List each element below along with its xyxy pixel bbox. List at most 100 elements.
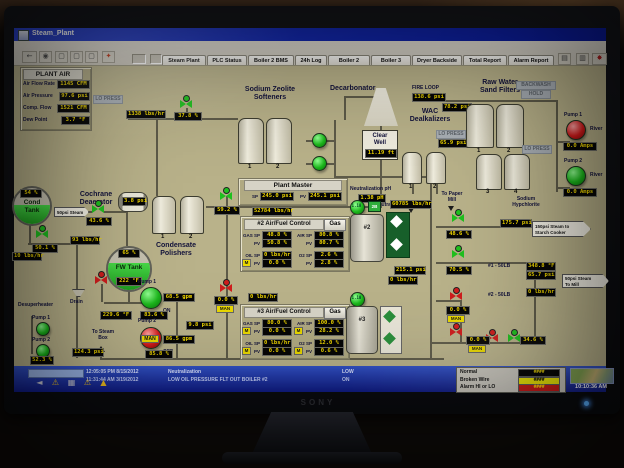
afc2-oil-manual-badge: M [242,259,251,267]
pm-sp-value[interactable]: 245.0 psi [260,192,294,201]
afc2-air-pv-label: PV [305,241,312,246]
polisher-valve[interactable] [220,187,232,200]
weather-map-thumbnail[interactable] [570,368,614,384]
alarm2-tag[interactable]: LOW OIL PRESSURE FLT OUT BOILER #2 [168,377,268,383]
fw-header-pressure: 9.8 psi [186,321,214,330]
boiler2-pressure: 215.1 psi [394,266,426,275]
wac-tank-1[interactable] [402,152,422,184]
afc3-air-sp-label: AIR SP [296,321,312,326]
da-steam-flow: 93 lbs/hr [70,236,102,245]
fw-pump-1-label: Pump 1 [138,279,157,285]
river-pump-1-amps: 0.0 Amps [563,142,597,151]
to-neutralization-label: To Neutralization [368,202,409,208]
pipe [126,208,128,246]
sand-filter-4[interactable] [504,154,530,190]
softener-tank-1[interactable] [238,118,264,164]
pipe [436,184,438,194]
window-icon[interactable]: ▢ [55,51,68,63]
runtime-icon[interactable]: ✦ [102,51,115,63]
sand-filter-2[interactable] [496,104,524,148]
log-icon[interactable]: ▦ [67,378,76,387]
prv2-valve[interactable] [450,287,462,300]
dew-point-value: 3.7 °F [61,116,90,125]
boiler2-drum-tag: 2B [368,201,381,212]
river-pump-2[interactable] [566,166,586,186]
softener-feed-valve-pos: 37.8 % [174,112,202,121]
desup-pump-1[interactable] [36,322,50,336]
nav-button-24h-log[interactable]: 24h Log [295,55,327,68]
boiler2-vessel[interactable]: #2 [350,214,384,262]
printer-icon[interactable]: ▥ [576,53,589,65]
pm-pv-value: 245.1 psi [308,192,342,201]
warning-icon[interactable]: ⚠ [83,378,92,387]
alarm2-time[interactable]: 11:31:44 AM 3/19/2012 [86,377,139,383]
boiler2-steam-flow: 60785 lbs/hr [390,200,432,209]
sand-filter-3-label: 3 [486,189,490,195]
boiler2-o2-value: 1.18 [351,203,362,208]
softener-tank-1-label: 1 [248,164,252,170]
horn-icon[interactable]: ◄ [36,378,43,387]
steam-box-pressure: 124.3 psi [72,348,104,357]
softener-feed-valve[interactable] [180,95,192,108]
cond-outlet-flow: 10 lbs/hr [12,252,44,261]
bypass-valve[interactable] [450,323,462,336]
da-steam-valve[interactable] [92,200,104,213]
afc2-gas-pv-label: PV [253,241,260,246]
fw-drain-valve[interactable] [95,271,107,284]
pipe [440,100,558,102]
afc2-gas-button[interactable]: Gas [324,219,346,231]
fw-tank-level: 65 % [118,249,140,258]
window-icon[interactable]: ▢ [85,51,98,63]
sand-filter-1[interactable] [466,104,494,148]
cond-outlet-valve[interactable] [36,225,48,238]
center-oil-valve[interactable] [220,279,232,292]
deaerator-pressure: 3.8 psi [122,197,148,206]
alarm-filter-field[interactable] [28,369,84,378]
steam-50psi-banner: 50psi Steam [54,207,89,217]
backwash-badge: BACKWASH [516,81,556,90]
users-icon[interactable]: ✸ [592,53,607,65]
fw-temp: 229.6 °F [100,311,132,320]
grid-icon[interactable]: ▤ [558,53,571,65]
polisher-tank-2[interactable] [180,196,204,234]
window-titlebar [14,28,606,41]
wac-tank-2[interactable] [426,152,446,184]
afc3-oil-pv-label: PV [253,349,260,354]
fw-pump-1[interactable] [140,287,162,309]
softener-pump-2[interactable] [312,156,327,171]
pipe [176,300,178,358]
starch-pressure: 175.7 psi [500,219,532,228]
mill-steam-valve[interactable] [452,245,464,258]
sand-filter-3[interactable] [476,154,502,190]
river-pump-2-label: Pump 2 [564,158,583,164]
stop-icon[interactable]: ◉ [39,51,52,63]
cond-tank[interactable]: Cond Tank [12,186,52,226]
alarm1-tag[interactable]: Neutralization [168,369,202,375]
polisher-tank-1[interactable] [152,196,176,234]
window-icon[interactable]: ▢ [70,51,83,63]
pipe [334,120,336,178]
alarm1-time[interactable]: 12:05:05 PM 8/15/2012 [86,369,139,375]
alert-triangle-icon[interactable]: ▲ [100,378,107,387]
pipe [206,206,382,208]
sand-filter-4-label: 4 [514,189,518,195]
afc3-gas-button[interactable]: Gas [324,307,346,319]
river-pump-1[interactable] [566,120,586,140]
softener-pump-1[interactable] [312,133,327,148]
pipe [104,211,128,213]
pipe [156,120,158,196]
starch-steam-valve[interactable] [452,209,464,222]
back-icon[interactable]: ← [22,51,37,63]
afc3-air-manual-badge: M [294,327,303,335]
warning-icon[interactable]: ⚠ [51,378,60,387]
header-valve[interactable] [508,329,520,342]
boiler3-vessel[interactable]: #3 [346,306,378,354]
boiler3-o2-value: 1.10 [351,295,362,300]
fw-tank-temp: 222 °F [116,277,142,286]
fw-pump-2-label: Pump 2 [138,318,157,324]
fire-loop-label: FIRE LOOP [412,85,439,91]
softener-tank-2[interactable] [266,118,292,164]
